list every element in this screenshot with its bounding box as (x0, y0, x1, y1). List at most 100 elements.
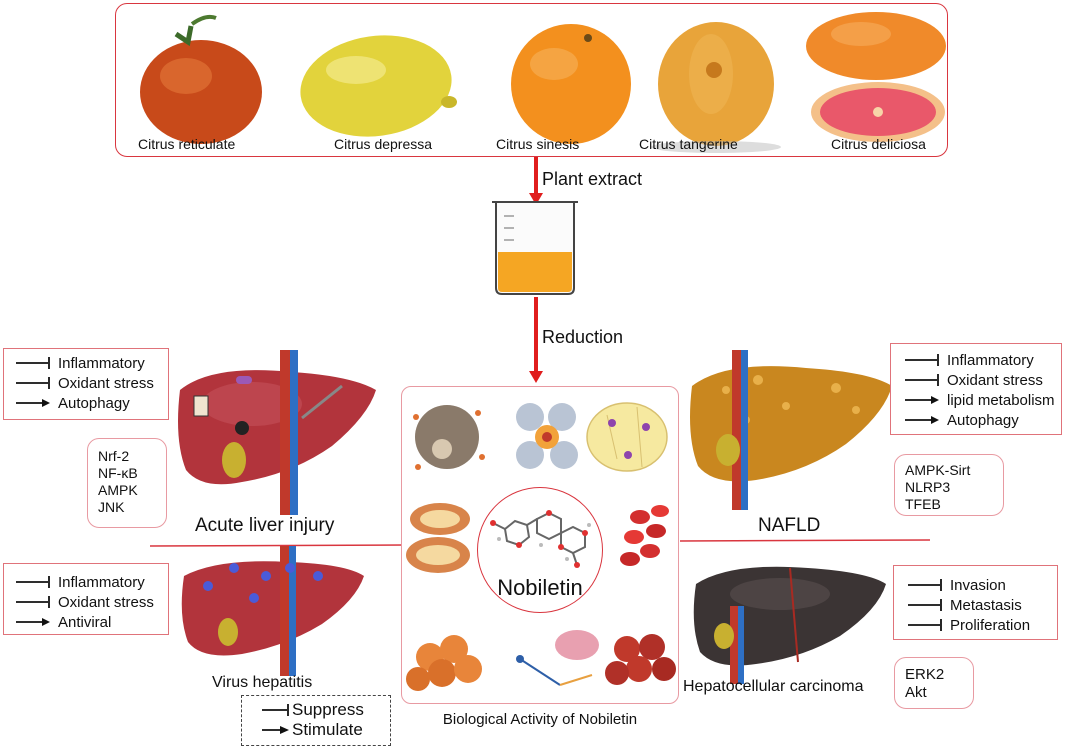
nafld-effect-label: Inflammatory (947, 351, 1034, 369)
virus-effect-2: Antiviral (14, 612, 168, 632)
virus-effect-label: Antiviral (58, 613, 112, 631)
stimulate-arrow-icon (16, 399, 50, 407)
reduction-label: Reduction (542, 327, 624, 347)
acute-effect-label: Autophagy (58, 394, 130, 412)
immune-cells-icon (516, 403, 578, 469)
fruit-label-sinesis: Citrus sinesis (496, 136, 580, 152)
suppress-symbol-icon (16, 576, 50, 588)
hcc-effect-0: Invasion (906, 575, 1057, 595)
molecule-structure-icon (490, 510, 591, 568)
citrus-reticulate-image (140, 14, 262, 144)
arrow-reduction (529, 297, 543, 383)
citrus-tangerine-image (651, 22, 781, 153)
liver-nafld-image (690, 350, 892, 510)
bioactivity-illustrations (406, 402, 676, 691)
fruit-label-tangerine: Citrus tangerine (639, 136, 738, 152)
suppress-symbol-icon (908, 579, 942, 591)
red-blood-cells-icon (620, 505, 669, 566)
legend-box: Suppress Stimulate (241, 695, 391, 746)
nafld-effect-2: lipid metabolism (903, 390, 1061, 410)
suppress-symbol-icon (262, 704, 289, 716)
nafld-title: NAFLD (758, 515, 821, 536)
cell-cluster-icon (406, 635, 482, 691)
fruit-label-deliciosa: Citrus deliciosa (831, 136, 926, 152)
nobiletin-circle (477, 487, 603, 613)
acute-effect-label: Inflammatory (58, 354, 145, 372)
citrus-depressa-image (300, 35, 457, 137)
liver-hcc-image (693, 566, 886, 684)
hcc-effect-1: Metastasis (906, 595, 1057, 615)
nafld-effects-box: Inflammatory Oxidant stress lipid metabo… (890, 343, 1062, 435)
stimulate-arrow-icon (16, 618, 50, 626)
nafld-effect-1: Oxidant stress (903, 370, 1061, 390)
fruit-panel: Citrus reticulate Citrus depressa Citrus… (115, 3, 948, 157)
virus-title: Virus hepatitis (212, 674, 313, 691)
nafld-marker: NLRP3 (905, 479, 951, 495)
acute-effect-2: Autophagy (14, 393, 168, 413)
acute-effects-box: Inflammatory Oxidant stress Autophagy (3, 348, 169, 420)
suppress-symbol-icon (16, 357, 50, 369)
nobiletin-panel: Nobiletin (401, 386, 679, 704)
plant-extract-label: Plant extract (542, 169, 643, 189)
tumor-cluster-icon (605, 634, 676, 685)
acute-title: Acute liver injury (195, 515, 335, 536)
fruit-label-reticulate: Citrus reticulate (138, 136, 236, 152)
hcc-markers-box: ERK2 Akt (894, 657, 974, 709)
legend-stimulate-label: Stimulate (292, 720, 363, 739)
hcc-effect-2: Proliferation (906, 615, 1057, 635)
citrus-sinesis-image (511, 24, 631, 144)
arrow-extract (529, 157, 543, 205)
suppress-symbol-icon (908, 619, 942, 631)
cell-debris-icon (413, 405, 485, 470)
hcc-effects-box: Invasion Metastasis Proliferation (893, 565, 1058, 640)
acute-effect-0: Inflammatory (14, 353, 168, 373)
beaker-icon (492, 201, 578, 295)
virus-effects-box: Inflammatory Oxidant stress Antiviral (3, 563, 169, 635)
suppress-symbol-icon (16, 377, 50, 389)
acute-marker: JNK (98, 499, 125, 515)
divider-right (680, 539, 931, 542)
citrus-deliciosa-image (806, 12, 946, 142)
liver-acute-image (178, 350, 376, 515)
hcc-marker: Akt (905, 684, 927, 701)
nafld-marker: AMPK-Sirt (905, 462, 971, 478)
suppress-symbol-icon (16, 596, 50, 608)
acute-markers-box: Nrf-2 NF-κB AMPK JNK (87, 438, 167, 528)
nobiletin-title: Nobiletin (497, 575, 583, 600)
brain-neuron-icon (516, 630, 599, 686)
acute-effect-label: Oxidant stress (58, 374, 154, 392)
acute-marker: NF-κB (98, 465, 138, 481)
hcc-effect-label: Invasion (950, 576, 1006, 594)
nafld-effect-label: Autophagy (947, 411, 1019, 429)
hcc-marker: ERK2 (905, 666, 945, 683)
acute-effect-1: Oxidant stress (14, 373, 168, 393)
acute-marker: Nrf-2 (98, 448, 130, 464)
fruit-images (140, 12, 946, 153)
fruit-label-depressa: Citrus depressa (334, 136, 433, 152)
nafld-effect-0: Inflammatory (903, 350, 1061, 370)
nafld-effect-3: Autophagy (903, 410, 1061, 430)
liver-virus-image (181, 546, 364, 676)
nafld-markers-box: AMPK-Sirt NLRP3 TFEB (894, 454, 1004, 516)
suppress-symbol-icon (908, 599, 942, 611)
legend-suppress-label: Suppress (292, 700, 364, 719)
suppress-symbol-icon (905, 374, 939, 386)
acute-marker: AMPK (98, 482, 138, 498)
hcc-effect-label: Metastasis (950, 596, 1022, 614)
virus-effect-label: Oxidant stress (58, 593, 154, 611)
suppress-symbol-icon (905, 354, 939, 366)
nafld-marker: TFEB (905, 496, 941, 512)
nobiletin-caption: Biological Activity of Nobiletin (442, 711, 638, 728)
stimulate-arrow-icon (905, 416, 939, 424)
legend-stimulate: Stimulate (260, 720, 390, 740)
hcc-title: Hepatocellular carcinoma (683, 678, 864, 695)
virus-effect-0: Inflammatory (14, 572, 168, 592)
nafld-effect-label: lipid metabolism (947, 391, 1055, 409)
virus-effect-label: Inflammatory (58, 573, 145, 591)
stimulate-arrow-icon (905, 396, 939, 404)
legend-suppress: Suppress (260, 700, 390, 720)
nafld-effect-label: Oxidant stress (947, 371, 1043, 389)
hcc-effect-label: Proliferation (950, 616, 1031, 634)
divider-left (150, 544, 406, 547)
stimulate-arrow-icon (262, 726, 289, 734)
